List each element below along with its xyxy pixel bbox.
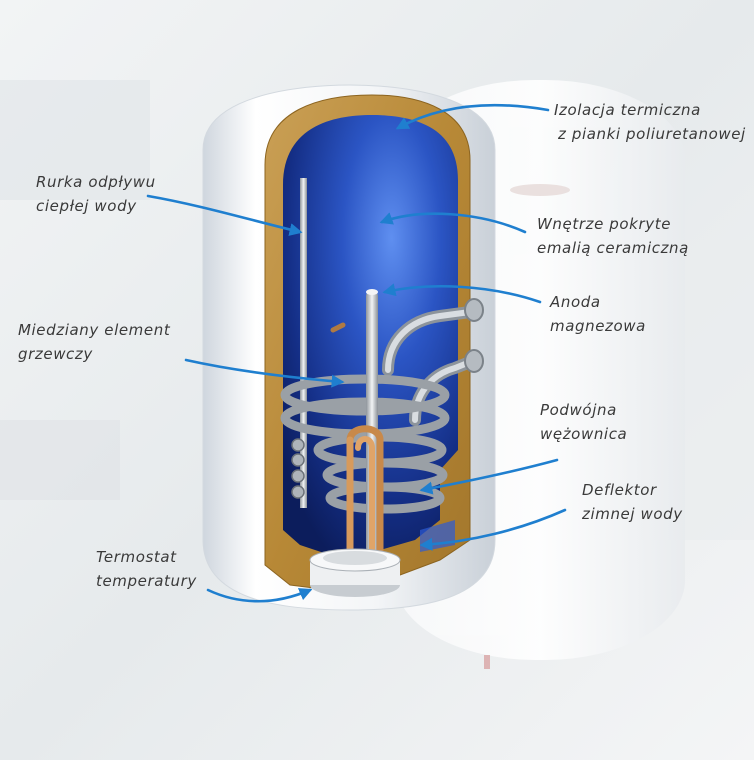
label-thermostat-line1: Termostat [96,548,177,566]
arrow-insulation [395,103,550,130]
arrow-thermostat [206,588,313,603]
thermostat-base [309,548,401,597]
label-insulation-line2: z pianki poliuretanowej [558,125,746,143]
label-thermostat-line2: temperatury [96,572,197,590]
arrow-deflector [419,508,567,551]
label-anode-line2: magnezowa [550,317,646,335]
outflow-pipe [300,178,307,508]
label-enamel: Wnętrze pokryte emalią ceramiczną [537,212,689,260]
label-outflow-pipe-line2: ciepłej wody [36,197,137,215]
arrow-heater [184,358,345,388]
label-outflow-pipe: Rurka odpływu ciepłej wody [36,170,156,218]
arrow-outflow-pipe [146,194,303,236]
label-anode-line1: Anoda [550,293,601,311]
label-thermostat: Termostat temperatury [96,545,197,593]
label-heater-line1: Miedziany element [18,321,171,339]
label-outflow-pipe-line1: Rurka odpływu [36,173,156,191]
label-coil-line2: wężownica [540,425,628,443]
annotation-arrows [146,103,567,603]
label-enamel-line2: emalią ceramiczną [537,239,689,257]
label-anode: Anoda magnezowa [550,290,646,338]
label-coil-line1: Podwójna [540,401,617,419]
label-heater-line2: grzewczy [18,345,93,363]
copper-heater [330,322,384,559]
arrow-coil [419,458,559,495]
label-insulation-line1: Izolacja termiczna [554,101,701,119]
label-deflector-line2: zimnej wody [582,505,683,523]
arrow-enamel [379,212,527,234]
coil-left-ends [291,438,305,499]
label-deflector-line1: Deflektor [582,481,657,499]
label-enamel-line1: Wnętrze pokryte [537,215,672,233]
label-coil: Podwójna wężownica [540,398,627,446]
arrow-anode [382,283,542,304]
label-heater: Miedziany element grzewczy [18,318,170,366]
label-deflector: Deflektor zimnej wody [582,478,683,526]
label-insulation: Izolacja termiczna z pianki poliuretanow… [554,98,746,146]
